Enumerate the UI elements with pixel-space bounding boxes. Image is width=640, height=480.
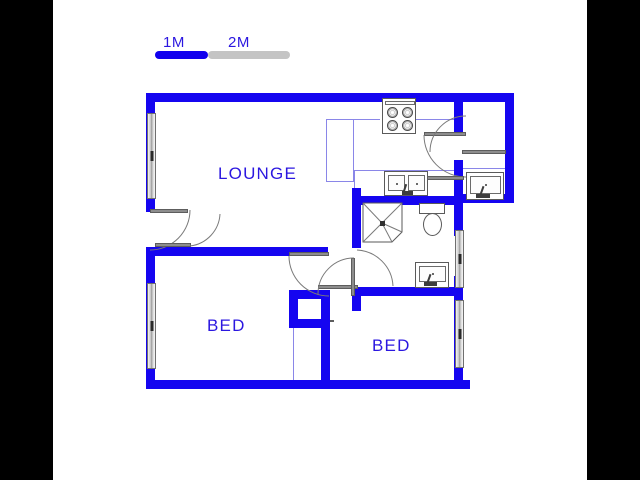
floor-plan-canvas bbox=[53, 0, 587, 480]
door-leaf-bedroom-left[interactable] bbox=[155, 243, 191, 247]
counter-line-utility bbox=[456, 168, 508, 169]
sink-drain-right bbox=[416, 183, 418, 185]
stove-burner-1 bbox=[387, 107, 398, 118]
wall-closet-left-top bbox=[289, 290, 329, 299]
door-arc-bedroom-right bbox=[317, 257, 355, 295]
door-arc-hall-a bbox=[288, 255, 330, 297]
wall-bedroom-right-north bbox=[352, 287, 361, 311]
window-mullion-mark bbox=[150, 151, 153, 161]
wall-kitchen-lounge-divider bbox=[454, 93, 463, 134]
scale-bar-segment-1m bbox=[155, 51, 208, 59]
toilet-bowl bbox=[423, 213, 442, 236]
door-leaf-closet-bedroom-left[interactable] bbox=[330, 320, 334, 322]
wall-closet-left-vertical bbox=[289, 290, 298, 328]
door-arc-bathroom bbox=[356, 249, 394, 287]
counter-line-stove-right bbox=[416, 119, 454, 120]
counter-line-kitchen-upper-v2 bbox=[353, 119, 354, 182]
sink-bowl-left bbox=[388, 175, 405, 191]
wall-bathroom-west bbox=[352, 196, 361, 248]
door-arc-lounge-entry bbox=[149, 209, 191, 251]
wall-closet-left-right bbox=[321, 290, 330, 389]
stove-hob-top bbox=[385, 101, 415, 105]
window-bathroom-east bbox=[455, 230, 464, 288]
window-mullion-mark bbox=[458, 254, 461, 264]
wash-basin-drain bbox=[432, 273, 434, 275]
room-label-lounge: LOUNGE bbox=[218, 164, 297, 183]
scale-bar bbox=[155, 51, 290, 59]
window-mullion-mark bbox=[458, 329, 461, 339]
utility-sink-bowl bbox=[470, 176, 501, 194]
room-label-bedroom-left: BED bbox=[207, 316, 246, 335]
kitchen-double-sink bbox=[384, 171, 428, 196]
letterbox-bar-right bbox=[587, 0, 640, 480]
sink-tap-body bbox=[402, 191, 413, 195]
wall-kitchen-east-lower bbox=[454, 160, 463, 202]
letterbox-bar-left bbox=[0, 0, 53, 480]
scale-bar-segment-2m bbox=[208, 51, 290, 59]
window-bedroom-right-east bbox=[455, 300, 464, 368]
wall-exterior-south bbox=[146, 380, 470, 389]
wash-basin-bowl bbox=[419, 266, 446, 282]
door-jamb-kitchen bbox=[424, 176, 464, 180]
window-bedroom-left-west bbox=[147, 283, 156, 369]
counter-line-kitchen-upper-v bbox=[326, 119, 327, 182]
utility-sink bbox=[466, 172, 504, 200]
wall-lounge-south bbox=[146, 247, 328, 256]
stove-hob bbox=[382, 98, 416, 134]
stove-burner-4 bbox=[402, 120, 413, 131]
shower-tray bbox=[362, 202, 403, 243]
wall-closet-left-bottom bbox=[289, 319, 329, 328]
door-leaf-hall-a[interactable] bbox=[289, 252, 329, 256]
utility-sink-tap-body bbox=[476, 194, 490, 198]
wall-bath-kitchen-stub bbox=[352, 188, 361, 200]
window-lounge-west bbox=[147, 113, 156, 199]
wall-bathroom-south bbox=[352, 287, 463, 296]
wall-exterior-east-mid bbox=[505, 150, 514, 202]
door-leaf-utility[interactable] bbox=[462, 150, 506, 154]
scale-label-2m: 2M bbox=[228, 34, 250, 51]
wall-exterior-north bbox=[146, 93, 514, 102]
stove-burner-2 bbox=[402, 107, 413, 118]
door-arc-bedroom-left bbox=[189, 213, 221, 247]
counter-line-sink-run-top bbox=[354, 170, 454, 171]
door-arc-utility bbox=[429, 115, 467, 153]
room-label-bedroom-right: BED bbox=[372, 336, 411, 355]
wall-exterior-east-bath bbox=[454, 196, 463, 236]
wall-bathroom-north bbox=[352, 196, 460, 205]
counter-line-kitchen-upper-h2 bbox=[326, 181, 354, 182]
closet-line-bedroom-left bbox=[293, 290, 294, 382]
stove-burner-3 bbox=[387, 120, 398, 131]
window-mullion-mark bbox=[150, 321, 153, 331]
wall-exterior-east-upper bbox=[505, 93, 514, 150]
sink-bowl-right bbox=[408, 175, 425, 191]
wash-basin bbox=[415, 262, 449, 288]
counter-line-sink-run-left bbox=[354, 170, 355, 197]
wash-basin-tap-body bbox=[424, 282, 437, 286]
door-leaf-kitchen[interactable] bbox=[424, 132, 466, 136]
scale-label-1m: 1M bbox=[163, 34, 185, 51]
sink-drain-left bbox=[396, 183, 398, 185]
door-leaf-lounge-entry[interactable] bbox=[150, 209, 188, 213]
utility-sink-drain bbox=[485, 184, 487, 186]
